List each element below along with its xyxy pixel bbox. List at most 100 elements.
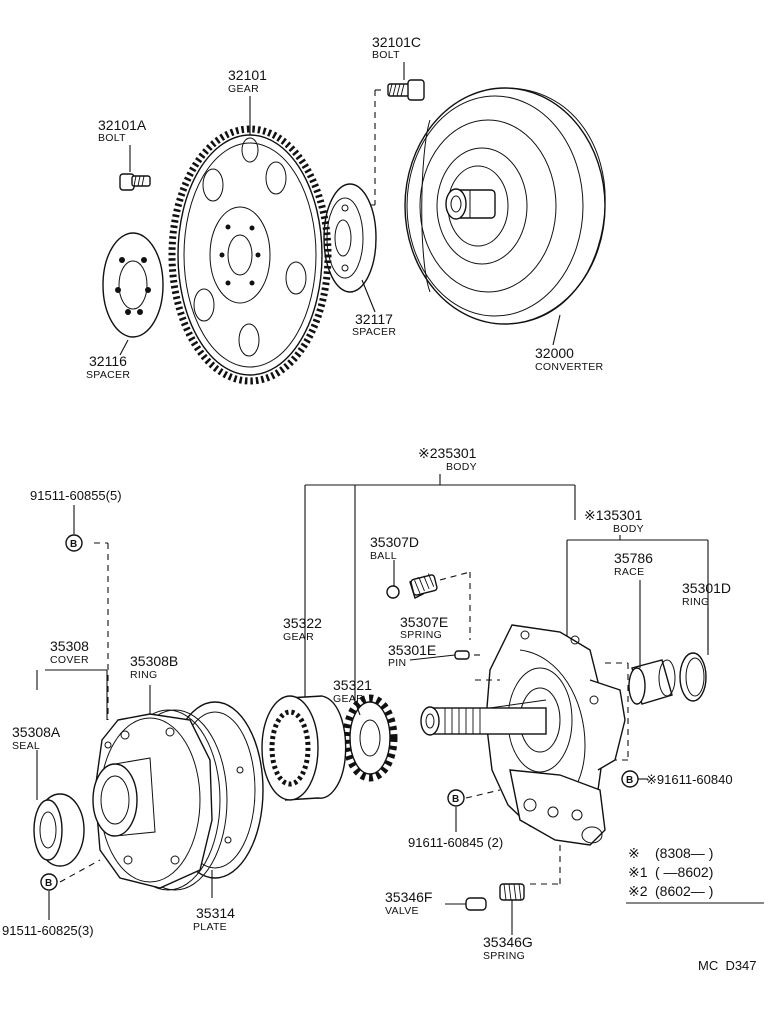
driven-gear-35322 (261, 695, 347, 801)
svg-text:35308A: 35308A (12, 724, 61, 740)
svg-text:SEAL: SEAL (12, 740, 40, 752)
label-35308a: 35308A SEAL (12, 724, 61, 752)
svg-text:35308B: 35308B (130, 653, 178, 669)
ring-gear-32101 (168, 125, 332, 385)
svg-text:32117: 32117 (355, 311, 393, 327)
svg-text:35346F: 35346F (385, 889, 432, 905)
bolt-marker-91611-60845: B (447, 789, 465, 807)
spring-35346g (499, 883, 525, 901)
spacer-32117 (323, 183, 377, 293)
svg-text:BODY: BODY (446, 461, 477, 473)
valve-35346f (465, 897, 487, 911)
svg-text:32116: 32116 (89, 353, 127, 369)
legend-row-range: ( —8602) (655, 864, 713, 880)
svg-text:BALL: BALL (370, 550, 397, 562)
bolt-32101c (362, 79, 425, 206)
legend-row-range: (8602— ) (655, 883, 713, 899)
svg-text:COVER: COVER (50, 654, 89, 666)
label-35301e: 35301E PIN (388, 642, 436, 669)
diagram-code: MC D347 (698, 958, 757, 973)
svg-text:※235301: ※235301 (418, 445, 477, 461)
bolt-marker-91511-60855: B (65, 534, 83, 552)
label-91611-60845: 91611-60845 (2) (408, 835, 503, 850)
pin-35301e (454, 650, 470, 660)
svg-text:BOLT: BOLT (372, 49, 400, 61)
label-32116: 32116 SPACER (86, 353, 130, 381)
svg-text:SPACER: SPACER (352, 326, 396, 338)
legend-row-range: (8308— ) (655, 845, 713, 861)
svg-text:B: B (45, 878, 52, 889)
svg-text:BODY: BODY (613, 523, 644, 535)
label-35314: 35314 PLATE (193, 905, 235, 933)
snap-ring-35301d (679, 652, 707, 702)
label-91511-60855: 91511-60855(5) (30, 488, 122, 503)
svg-text:35786: 35786 (614, 550, 653, 566)
svg-text:35301E: 35301E (388, 642, 436, 658)
legend-row-mark: ※1 (628, 864, 648, 880)
svg-text:35301D: 35301D (682, 580, 731, 596)
svg-text:SPRING: SPRING (400, 629, 442, 641)
svg-text:32000: 32000 (535, 345, 574, 361)
spring-35307e (409, 573, 438, 599)
label-35301d: 35301D RING (682, 580, 731, 608)
svg-text:SPRING: SPRING (483, 950, 525, 962)
svg-text:32101: 32101 (228, 67, 267, 83)
svg-text:RACE: RACE (614, 566, 644, 578)
legend-row-mark: ※2 (628, 883, 648, 899)
race-35786 (628, 659, 676, 705)
svg-text:B: B (70, 539, 77, 550)
svg-text:91511-60855(5): 91511-60855(5) (30, 488, 122, 503)
bolt-marker-91611-60840: B (621, 770, 639, 788)
label-35307d: 35307D BALL (370, 534, 419, 562)
label-35308b: 35308B RING (130, 653, 178, 681)
label-35307e: 35307E SPRING (400, 614, 448, 641)
label-35321: 35321 GEAR (333, 677, 372, 705)
label-32101a: 32101A BOLT (98, 117, 147, 144)
svg-text:※91611-60840: ※91611-60840 (646, 772, 733, 787)
svg-text:35346G: 35346G (483, 934, 533, 950)
svg-text:32101A: 32101A (98, 117, 147, 133)
svg-text:SPACER: SPACER (86, 369, 130, 381)
label-35322: 35322 GEAR (283, 615, 322, 643)
bolt-32101a (119, 173, 151, 191)
drive-gear-35321 (342, 694, 398, 782)
svg-text:PLATE: PLATE (193, 921, 227, 933)
label-91611-60840: ※91611-60840 (646, 772, 733, 787)
svg-text:GEAR: GEAR (228, 83, 259, 95)
label-35308: 35308 COVER (50, 638, 89, 666)
label-32101: 32101 GEAR (228, 67, 267, 95)
spacer-32116 (102, 232, 164, 338)
torque-converter (404, 87, 606, 325)
label-body-2-35301: ※235301 BODY (418, 445, 477, 473)
svg-text:35307E: 35307E (400, 614, 448, 630)
svg-text:35322: 35322 (283, 615, 322, 631)
svg-text:91511-60825(3): 91511-60825(3) (2, 923, 94, 938)
svg-text:91611-60845 (2): 91611-60845 (2) (408, 835, 503, 850)
label-91511-60825: 91511-60825(3) (2, 923, 94, 938)
label-35346g: 35346G SPRING (483, 934, 533, 962)
legend-row-mark: ※ (628, 845, 640, 861)
oil-pump-body (420, 624, 626, 846)
ball-35307d (386, 585, 400, 599)
svg-text:B: B (452, 794, 459, 805)
svg-text:PIN: PIN (388, 657, 406, 669)
label-35786: 35786 RACE (614, 550, 653, 578)
bolt-marker-91511-60825: B (40, 873, 58, 891)
label-32117: 32117 SPACER (352, 311, 396, 338)
svg-text:RING: RING (130, 669, 157, 681)
pump-cover-35308 (92, 701, 264, 891)
label-body-1-35301: ※135301 BODY (584, 507, 644, 535)
oil-seal-35308a (33, 793, 85, 867)
svg-text:B: B (626, 775, 633, 786)
svg-text:35307D: 35307D (370, 534, 419, 550)
label-35346f: 35346F VALVE (385, 889, 432, 917)
svg-text:VALVE: VALVE (385, 905, 419, 917)
svg-text:32101C: 32101C (372, 34, 421, 50)
svg-text:RING: RING (682, 596, 709, 608)
svg-text:GEAR: GEAR (333, 693, 364, 705)
label-32101c: 32101C BOLT (372, 34, 421, 61)
svg-text:35308: 35308 (50, 638, 89, 654)
svg-text:BOLT: BOLT (98, 132, 126, 144)
svg-text:35314: 35314 (196, 905, 235, 921)
